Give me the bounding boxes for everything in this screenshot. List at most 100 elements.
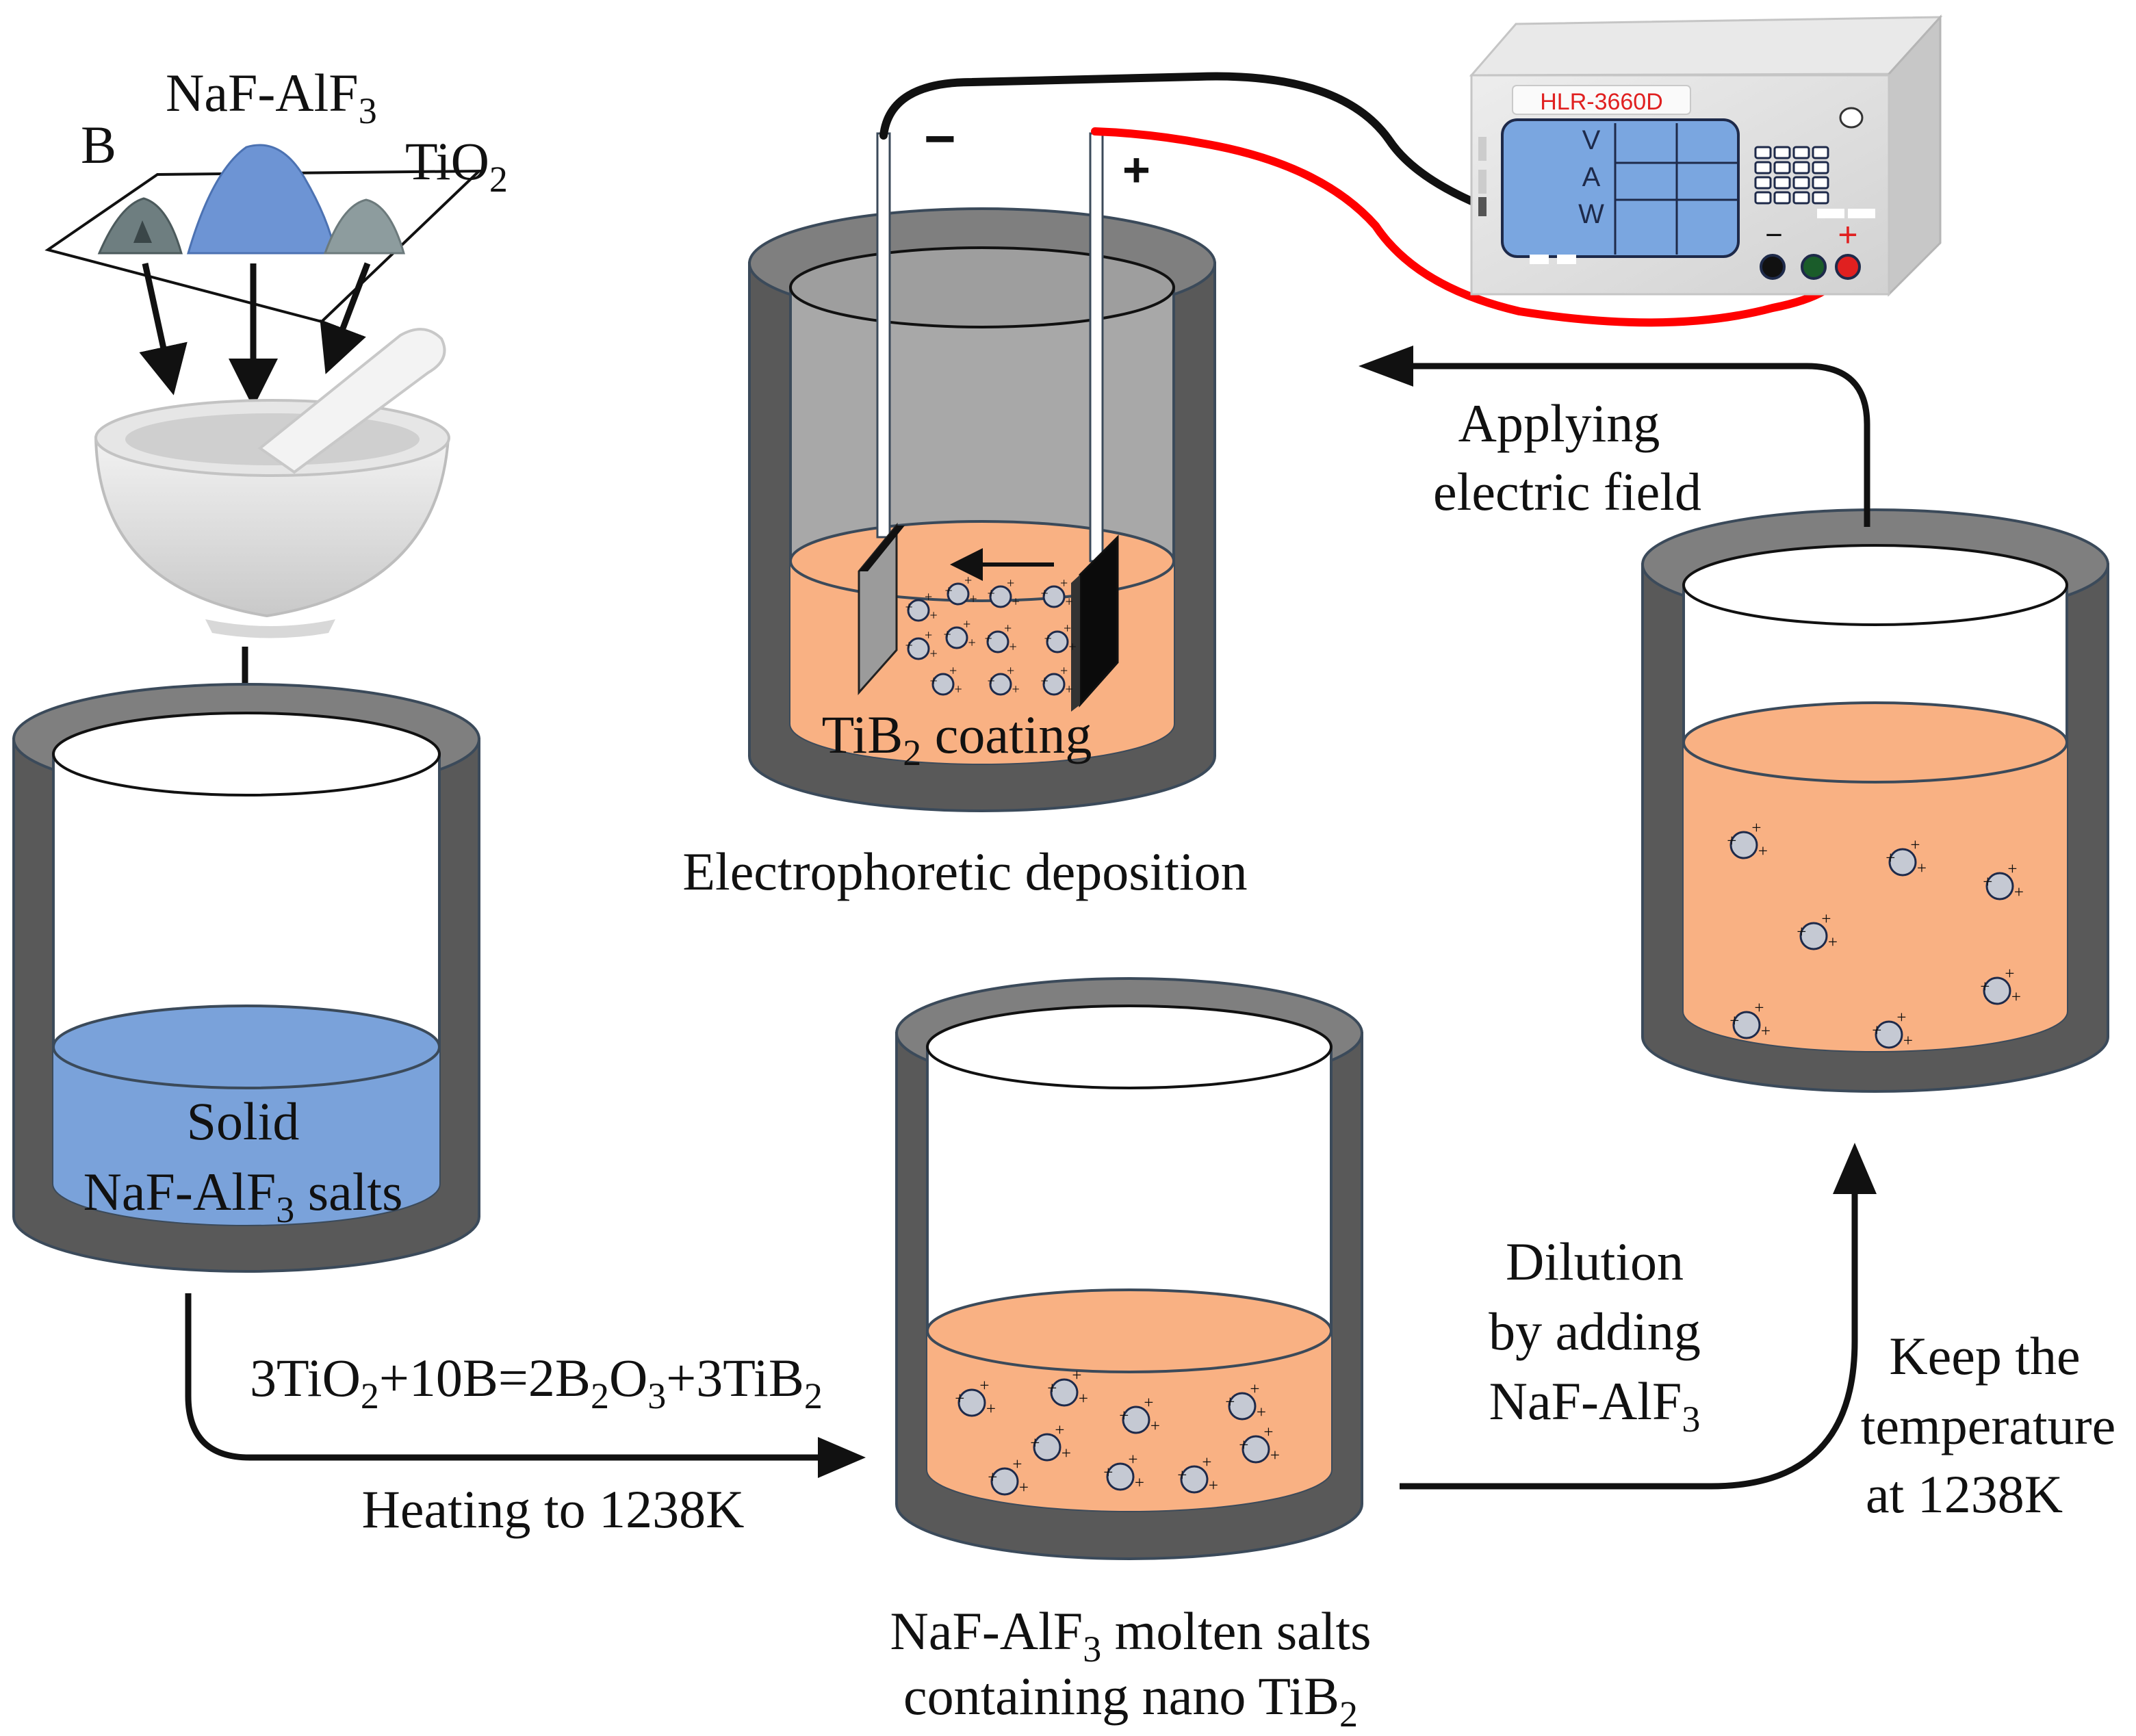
charge-mark: + <box>1980 978 1990 996</box>
reaction-equation: 3TiO2+10B=2B2O3+3TiB2 <box>250 1348 823 1416</box>
charge-mark: + <box>1177 1466 1187 1485</box>
psu-knob <box>1839 107 1864 129</box>
charge-mark: + <box>1064 621 1071 636</box>
mortar-and-pestle <box>94 328 450 638</box>
arrow-tio2-to-mortar <box>320 262 371 374</box>
charge-mark: + <box>1250 1380 1259 1399</box>
charge-mark: + <box>1758 842 1768 861</box>
charge-mark: + <box>1119 1407 1129 1425</box>
psu-key <box>1773 191 1791 205</box>
boron-pile-highlight <box>133 220 152 243</box>
heating-condition: Heating to 1238K <box>362 1479 745 1539</box>
charge-mark: + <box>1128 1451 1137 1469</box>
charge-mark: + <box>1983 873 1992 892</box>
charge-mark: + <box>1012 682 1020 697</box>
charge-mark: + <box>1060 576 1068 591</box>
psu-key <box>1792 146 1810 159</box>
psu-key <box>1773 161 1791 174</box>
diluted-salt-fill <box>1684 742 2067 1051</box>
charge-mark: + <box>1072 1366 1081 1385</box>
charge-mark: + <box>986 1400 996 1418</box>
psu-key <box>1812 191 1829 205</box>
dilution-line1: Dilution <box>1506 1232 1684 1291</box>
tib2-particle <box>1106 1462 1135 1491</box>
charge-mark: + <box>1209 1477 1218 1495</box>
tib2-particle <box>1241 1435 1270 1464</box>
charge-mark: + <box>1009 640 1017 655</box>
electrode-neg-label: − <box>924 108 956 169</box>
charge-mark: + <box>985 632 992 647</box>
charge-mark: + <box>963 617 970 632</box>
psu-w-label: W <box>1578 199 1604 229</box>
charge-mark: + <box>988 674 995 689</box>
solid-salt-fill <box>53 1047 439 1225</box>
tib2-particle <box>1799 922 1828 950</box>
arrow-b-to-mortar <box>139 263 188 396</box>
beaker-diluted: +++++++++++++++++++++ <box>1641 508 2109 1093</box>
charge-mark: + <box>930 608 938 623</box>
charge-mark: + <box>1019 1479 1029 1497</box>
psu-key <box>1792 161 1810 174</box>
charge-mark: + <box>1751 819 1761 838</box>
charge-mark: + <box>955 1390 964 1408</box>
tib2-particle <box>1033 1433 1061 1462</box>
charge-mark: + <box>1144 1394 1153 1412</box>
tib2-particle <box>947 582 970 606</box>
charge-mark: + <box>945 584 953 599</box>
dilution-line3: NaF-AlF3 <box>1489 1371 1701 1440</box>
psu-v-label: V <box>1582 125 1601 155</box>
tib2-particle <box>931 673 955 696</box>
tib2-particles-epd: +++++++++++++++++++++++++++++++++ <box>905 573 1077 697</box>
tib2-particle <box>989 585 1012 608</box>
charge-mark: + <box>1060 664 1068 679</box>
tib2-particle <box>957 1388 986 1417</box>
tib2-particle <box>1180 1465 1209 1494</box>
charge-mark: + <box>1007 576 1014 591</box>
psu-terminal-negative <box>1760 254 1786 280</box>
charge-mark: + <box>1135 1474 1144 1492</box>
tib2-particle <box>1042 673 1066 696</box>
tib2-particles-molten: +++++++++++++++++++++++++++ <box>955 1366 1280 1497</box>
tib2-particle <box>990 1467 1019 1496</box>
psu-key <box>1812 146 1829 159</box>
charge-mark: + <box>1030 1434 1040 1453</box>
charge-mark: + <box>1079 1390 1088 1408</box>
charge-mark: + <box>925 628 932 643</box>
charge-mark: + <box>944 627 951 643</box>
charge-mark: + <box>1821 910 1831 929</box>
epd-coating-label: TiB2 coating <box>822 705 1092 773</box>
charge-mark: + <box>955 682 962 697</box>
charge-mark: + <box>2011 988 2021 1007</box>
psu-key <box>1792 176 1810 190</box>
charge-mark: + <box>905 600 913 615</box>
charge-mark: + <box>1004 621 1012 636</box>
ingredients-group: B NaF-AlF3 TiO2 <box>44 63 508 786</box>
weighing-paper <box>44 169 483 324</box>
keep-temp-line1: Keep the <box>1889 1326 2080 1386</box>
charge-mark: + <box>925 590 932 605</box>
charge-mark: + <box>2007 860 2017 879</box>
tib2-particle <box>1228 1392 1257 1421</box>
charge-mark: + <box>1012 595 1020 610</box>
cathode-plate-edge <box>859 526 905 571</box>
charge-mark: + <box>964 573 972 588</box>
tib2-particle <box>1875 1020 1903 1049</box>
molten-caption-line1: NaF-AlF3 molten salts <box>890 1601 1372 1670</box>
cathode-rod <box>876 132 891 539</box>
anode-rod <box>1089 132 1104 562</box>
charge-mark: + <box>1055 1421 1064 1440</box>
charge-mark: + <box>1066 682 1073 697</box>
molten-salt-surface <box>926 1288 1333 1373</box>
charge-mark: + <box>1103 1464 1113 1482</box>
arrow-dilution-head <box>1833 1143 1877 1194</box>
apply-field-line1: Applying <box>1458 393 1660 453</box>
label-b: B <box>81 115 116 174</box>
charge-mark: + <box>1727 832 1736 851</box>
psu-screen <box>1501 118 1740 258</box>
label-naf-alf3: NaF-AlF3 <box>166 63 377 131</box>
tib2-particle <box>1042 585 1066 608</box>
tib2-particle <box>1985 872 2014 901</box>
psu-terminal-ground <box>1801 254 1827 280</box>
tib2-particle <box>945 626 968 649</box>
